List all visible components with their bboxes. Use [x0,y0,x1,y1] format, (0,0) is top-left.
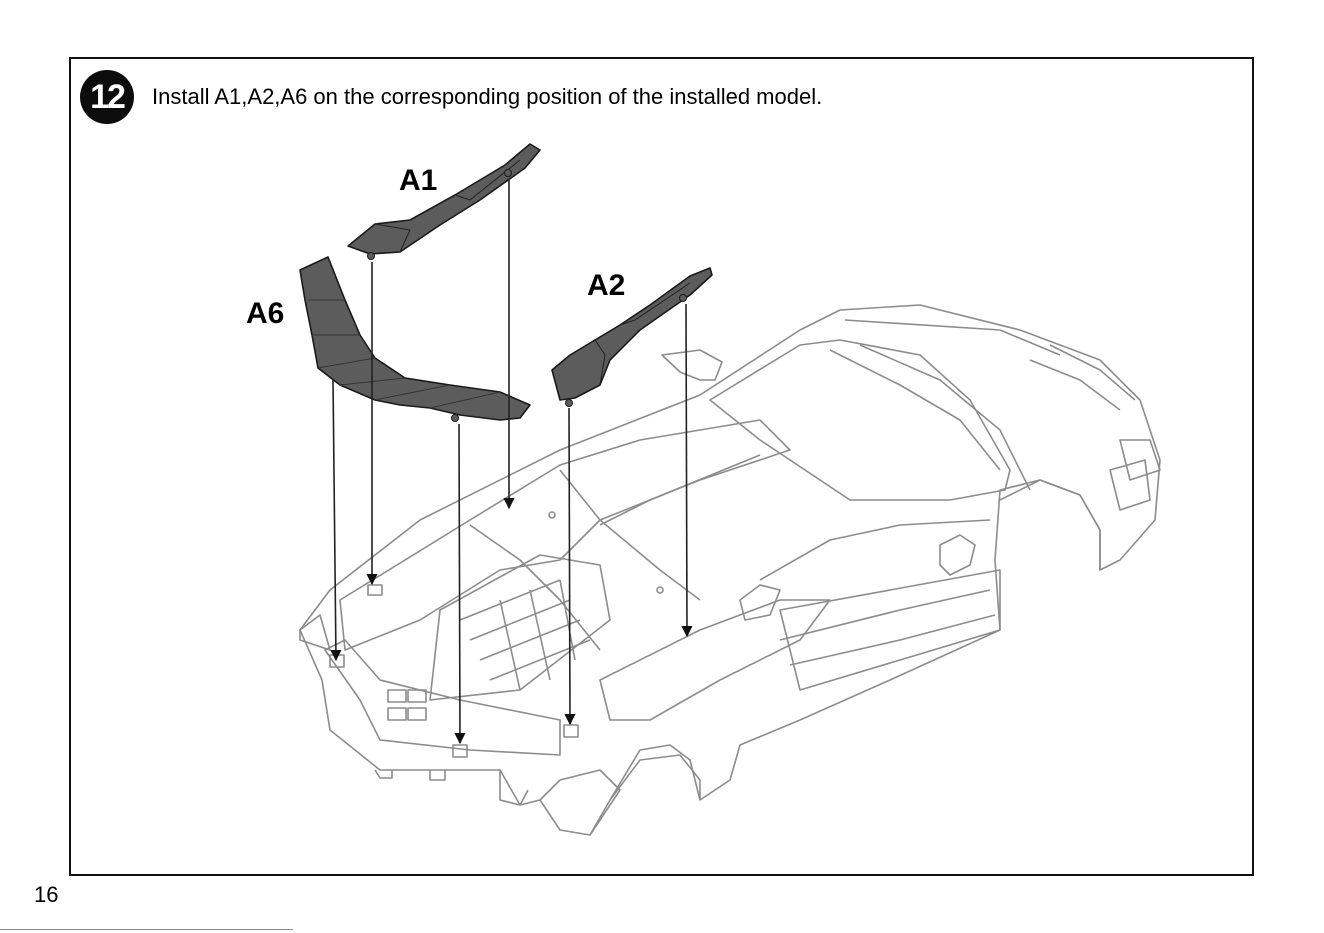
footer-rule [0,929,293,930]
guide-lines [333,180,687,743]
part-label-a1: A1 [399,165,437,197]
part-label-a6: A6 [246,298,284,330]
part-a1-drawing [348,144,540,260]
part-label-a2: A2 [587,270,625,302]
part-a2-drawing [552,268,712,407]
part-a6-drawing [300,257,530,422]
page-number: 16 [34,882,58,908]
